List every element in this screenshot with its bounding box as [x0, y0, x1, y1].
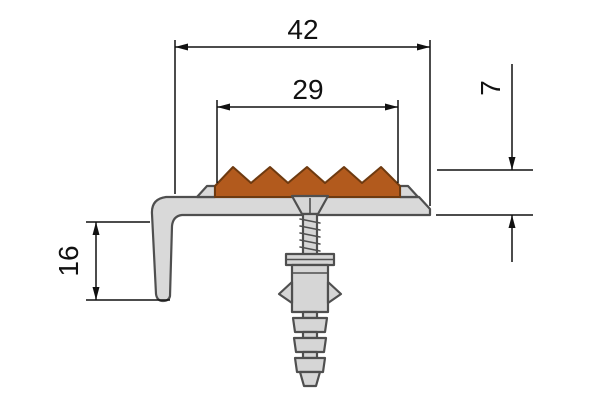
arrowhead	[217, 103, 230, 111]
arrowhead	[92, 287, 100, 300]
anti-slip-insert	[214, 166, 401, 198]
arrowhead	[92, 222, 100, 235]
profile-body	[150, 195, 432, 303]
screw-threads	[299, 218, 321, 252]
dimension-label-insert-width: 29	[292, 74, 323, 105]
arrowhead	[417, 43, 430, 51]
dimension-label-total-width: 42	[287, 14, 318, 45]
plug-rib-2	[292, 336, 328, 354]
insert-ridge-right	[398, 184, 420, 199]
dimension-label-insert-height: 7	[475, 80, 506, 96]
plug-fin-left	[277, 280, 294, 305]
arrowhead	[385, 103, 398, 111]
dimension-lip-height: 16	[53, 221, 170, 301]
plug-rib-3	[293, 356, 327, 374]
plug-fin-right	[326, 280, 343, 305]
arrowhead	[508, 157, 516, 170]
plug-tip	[298, 370, 322, 388]
dimension-total-width: 42	[174, 14, 431, 206]
arrowhead	[175, 43, 188, 51]
dimension-insert-width: 29	[216, 74, 399, 183]
dimension-label-lip-height: 16	[53, 245, 84, 276]
arrowhead	[508, 215, 516, 228]
plug-body	[290, 263, 330, 314]
insert-ridge-left	[195, 184, 217, 199]
dimension-insert-height: 7	[436, 64, 533, 262]
wall-plug-group	[277, 252, 343, 388]
screw-group	[290, 194, 330, 260]
plug-rib-1	[291, 316, 329, 334]
